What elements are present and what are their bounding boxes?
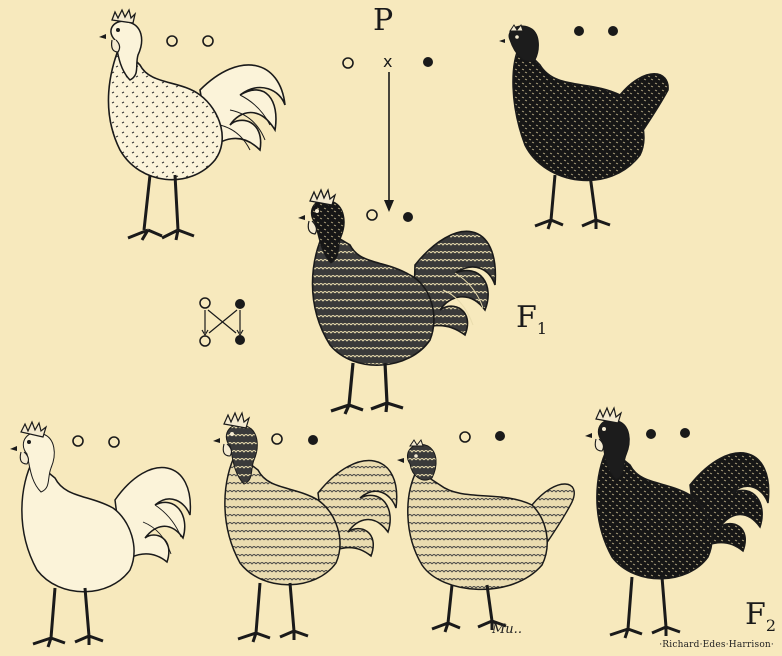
f2-letter: F bbox=[745, 597, 766, 632]
cross-symbol: x bbox=[383, 52, 392, 71]
cross-notation bbox=[343, 57, 433, 212]
allele-open-icon bbox=[203, 36, 213, 46]
allele-filled-icon bbox=[235, 335, 245, 345]
allele-filled-icon bbox=[646, 429, 656, 439]
hen-icon bbox=[397, 440, 574, 632]
allele-filled-icon bbox=[608, 26, 618, 36]
f1-subscript: 1 bbox=[537, 319, 547, 338]
rooster-icon bbox=[10, 422, 190, 647]
allele-open-icon bbox=[367, 210, 377, 220]
allele-filled-icon bbox=[308, 435, 318, 445]
f1-generation-label: F1 bbox=[516, 303, 547, 337]
allele-filled-icon bbox=[235, 299, 245, 309]
artist-signature: ·Richard·Edes·Harrison· bbox=[659, 640, 774, 650]
allele-open-icon bbox=[200, 298, 210, 308]
allele-pair-f1 bbox=[367, 210, 413, 222]
allele-open-icon bbox=[272, 434, 282, 444]
parent-generation-label: P bbox=[373, 6, 393, 36]
rooster-icon bbox=[99, 10, 285, 240]
allele-pair-f2-blue-rooster bbox=[272, 434, 318, 445]
allele-open-icon bbox=[460, 432, 470, 442]
rooster-icon bbox=[213, 413, 397, 642]
allele-filled-icon bbox=[423, 57, 433, 67]
allele-open-icon bbox=[200, 336, 210, 346]
allele-open-icon bbox=[73, 436, 83, 446]
allele-pair-p-white bbox=[167, 36, 213, 46]
rooster-icon bbox=[585, 408, 769, 638]
allele-open-icon bbox=[343, 58, 353, 68]
allele-filled-icon bbox=[403, 212, 413, 222]
allele-open-icon bbox=[167, 36, 177, 46]
f2-subscript: 2 bbox=[766, 616, 776, 635]
allele-open-icon bbox=[109, 437, 119, 447]
allele-pair-f2-black bbox=[646, 428, 690, 439]
rooster-icon bbox=[298, 190, 495, 414]
allele-filled-icon bbox=[574, 26, 584, 36]
allele-filled-icon bbox=[495, 431, 505, 441]
monogram: Mu.. bbox=[492, 622, 522, 637]
allele-filled-icon bbox=[680, 428, 690, 438]
allele-pair-f2-white bbox=[73, 436, 119, 447]
allele-pair-p-black bbox=[574, 26, 618, 36]
f1-letter: F bbox=[516, 300, 537, 335]
hen-icon bbox=[499, 25, 668, 229]
f2-generation-label: F2 bbox=[745, 600, 776, 634]
allele-pair-f2-blue-hen bbox=[460, 431, 505, 442]
cross-arrow-icon bbox=[200, 298, 245, 346]
